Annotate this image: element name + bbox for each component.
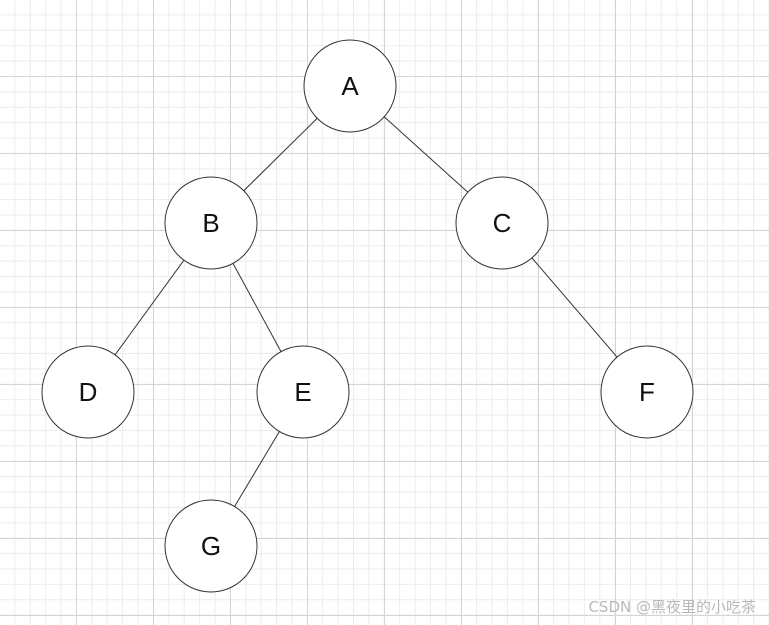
node-label: B (202, 208, 219, 238)
edge-e-g (234, 431, 280, 507)
csdn-watermark: CSDN @黑夜里的小吃茶 (588, 598, 756, 616)
node-b: B (164, 176, 258, 270)
node-e: E (256, 345, 350, 439)
node-circle (164, 176, 258, 270)
node-g: G (164, 499, 258, 593)
node-circle (164, 499, 258, 593)
edge-a-c (383, 116, 469, 193)
edge-b-e (232, 263, 282, 352)
node-c: C (455, 176, 549, 270)
node-circle (455, 176, 549, 270)
tree-edges (114, 116, 618, 507)
node-label: A (341, 71, 359, 101)
edge-c-f (531, 257, 618, 358)
tree-nodes: A B C D E F G (41, 39, 694, 593)
edge-a-b (243, 117, 318, 192)
node-f: F (600, 345, 694, 439)
node-circle (256, 345, 350, 439)
node-d: D (41, 345, 135, 439)
node-circle (600, 345, 694, 439)
node-label: E (294, 377, 311, 407)
node-label: C (493, 208, 512, 238)
node-label: D (79, 377, 98, 407)
node-circle (41, 345, 135, 439)
node-circle (303, 39, 397, 133)
node-label: F (639, 377, 655, 407)
node-label: G (201, 531, 221, 561)
node-a: A (303, 39, 397, 133)
edge-b-d (114, 259, 185, 356)
